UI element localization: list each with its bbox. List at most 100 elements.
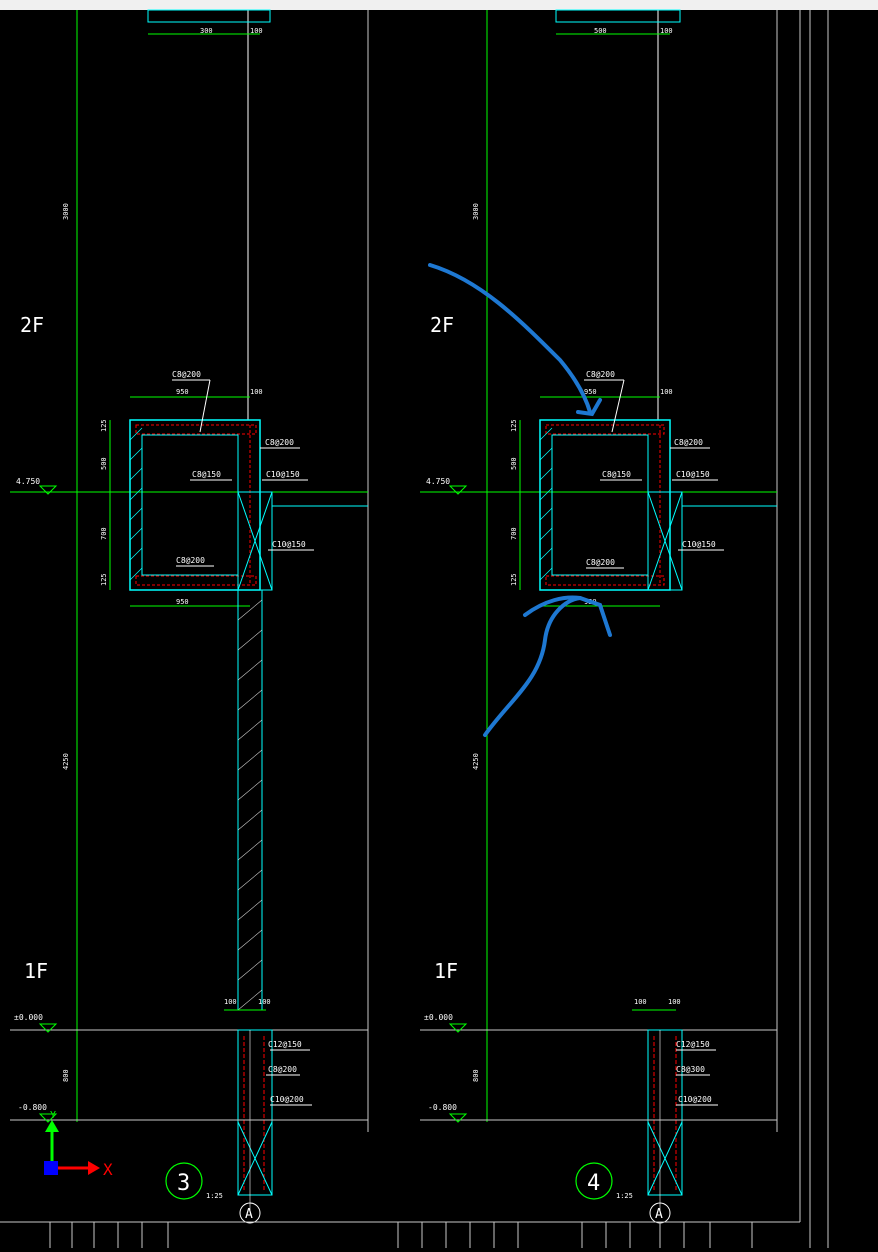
detail-4-upper-height-label: 3000 bbox=[472, 203, 480, 220]
detail-4-grid-label: A bbox=[655, 1207, 663, 1222]
detail-3-wall-hatch bbox=[237, 599, 263, 1011]
detail-4-level-1f: 1F bbox=[434, 959, 458, 983]
detail-4-rebar-top: C8@200 bbox=[586, 370, 615, 379]
detail-4-beam-h1: 125 bbox=[510, 419, 518, 432]
sheet-frame bbox=[799, 10, 829, 1248]
detail-3-beam-bottom-label: 950 bbox=[176, 598, 189, 606]
detail-3-number-bubble bbox=[165, 1162, 203, 1200]
detail-3-rebar-wall-1: C12@150 bbox=[268, 1040, 302, 1049]
detail-4-rebar-side-top: C8@200 bbox=[674, 438, 703, 447]
detail-3-beam-h2: 500 bbox=[100, 457, 108, 470]
detail-4-rebar-inner: C8@150 bbox=[602, 470, 631, 479]
ucs-origin bbox=[44, 1161, 58, 1175]
detail-3-found-x2 bbox=[237, 1121, 273, 1196]
detail-3-below-elevation: -0.800 bbox=[18, 1103, 47, 1112]
detail-3-top-stub bbox=[147, 9, 271, 23]
detail-3-rebar-inner: C8@150 bbox=[192, 470, 221, 479]
detail-3-rebar-bottom: C8@200 bbox=[176, 556, 205, 565]
title-block-cells bbox=[49, 1222, 753, 1248]
detail-4-top-leader-diag bbox=[611, 379, 625, 433]
detail-4-below-marker bbox=[448, 1113, 468, 1123]
detail-3-foundation bbox=[237, 1029, 273, 1196]
detail-4-number: 4 bbox=[587, 1171, 600, 1196]
detail-3-upper-height-label: 3000 bbox=[62, 203, 70, 220]
markup-arrow-top-head bbox=[576, 398, 602, 417]
detail-4-top-rebar bbox=[545, 424, 665, 435]
detail-4-wall-left: 100 bbox=[634, 998, 647, 1006]
detail-4-wall-right: 100 bbox=[668, 998, 681, 1006]
window-top-edge bbox=[0, 0, 878, 10]
detail-4-lower-height-label: 4250 bbox=[472, 753, 480, 770]
detail-4-column-x2 bbox=[647, 491, 683, 591]
detail-4-found-x2 bbox=[647, 1121, 683, 1196]
detail-4-rebar-right-1: C10@150 bbox=[676, 470, 710, 479]
detail-4-scale: 1:25 bbox=[616, 1192, 633, 1200]
detail-3-grid-label: A bbox=[245, 1207, 253, 1222]
detail-4-level-2f: 2F bbox=[430, 313, 454, 337]
detail-3-bottom-rebar bbox=[135, 575, 257, 586]
detail-3-bottom-height-label: 800 bbox=[62, 1069, 70, 1082]
detail-3-level-1f: 1F bbox=[24, 959, 48, 983]
ucs-y-label: Y bbox=[50, 1110, 56, 1121]
detail-3-top-rebar bbox=[135, 424, 257, 435]
detail-3-rebar-wall-3: C10@200 bbox=[270, 1095, 304, 1104]
ucs-x-label: X bbox=[103, 1160, 113, 1179]
detail-3-column-x2 bbox=[237, 491, 273, 591]
detail-4-left-hatch bbox=[539, 427, 553, 581]
detail-4-beam-top-label: 950 bbox=[584, 388, 597, 396]
detail-3-beam-side-label: 100 bbox=[250, 388, 263, 396]
markup-arrow-bottom bbox=[483, 596, 582, 737]
detail-4-bottom-rebar bbox=[545, 575, 665, 586]
detail-4-rebar-wall-1: C12@150 bbox=[676, 1040, 710, 1049]
detail-4-rebar-wall-2: C8@300 bbox=[676, 1065, 705, 1074]
detail-4-beam-h4: 125 bbox=[510, 573, 518, 586]
detail-4-top-width-label: 500 bbox=[594, 27, 607, 35]
detail-3-beam-h4: 125 bbox=[100, 573, 108, 586]
detail-3-beam-h3: 700 bbox=[100, 527, 108, 540]
detail-3-level-2f: 2F bbox=[20, 313, 44, 337]
detail-3-rebar-wall-2: C8@200 bbox=[268, 1065, 297, 1074]
detail-3-left-hatch bbox=[129, 427, 143, 581]
detail-3-number: 3 bbox=[177, 1171, 190, 1196]
ucs-y-arrow bbox=[45, 1120, 59, 1132]
detail-3-rebar-right-2: C10@150 bbox=[272, 540, 306, 549]
detail-3-beam-outline bbox=[129, 419, 261, 591]
markup-annotation bbox=[428, 263, 612, 737]
detail-3-top-leader-diag bbox=[199, 379, 211, 433]
detail-3-grid-bubble bbox=[239, 1202, 261, 1224]
detail-3-rebar-top: C8@200 bbox=[172, 370, 201, 379]
detail-4-rebar-right-2: C10@150 bbox=[682, 540, 716, 549]
detail-3-beam-h1: 125 bbox=[100, 419, 108, 432]
detail-3-lower-height-label: 4250 bbox=[62, 753, 70, 770]
detail-3-beam-top-label: 950 bbox=[176, 388, 189, 396]
detail-4-number-bubble bbox=[575, 1162, 613, 1200]
detail-4-rebar-wall-3: C10@200 bbox=[678, 1095, 712, 1104]
detail-4-ground-marker bbox=[448, 1023, 468, 1033]
detail-4-column-box bbox=[647, 491, 683, 591]
detail-3-wall-right: 100 bbox=[258, 998, 271, 1006]
detail-4-top-stub bbox=[555, 9, 681, 23]
detail-4-beam-level-marker bbox=[448, 485, 468, 495]
detail-4-ground-elevation: ±0.000 bbox=[424, 1013, 453, 1022]
ucs-icon: X Y bbox=[44, 1110, 113, 1179]
detail-4-beam-h2: 500 bbox=[510, 457, 518, 470]
detail-3-top-width-label: 300 bbox=[200, 27, 213, 35]
detail-3-beam-elevation: 4.750 bbox=[16, 477, 40, 486]
markup-arrow-bottom-head bbox=[523, 595, 612, 637]
detail-3-section: 300 100 3000 2F 1F 4.750 950 100 bbox=[10, 9, 369, 1224]
detail-4-beam-outline bbox=[539, 419, 671, 591]
detail-4-rebar-bottom: C8@200 bbox=[586, 558, 615, 567]
detail-4-foundation bbox=[647, 1029, 683, 1196]
detail-3-beam-level-marker bbox=[38, 485, 58, 495]
detail-4-top-side-label: 100 bbox=[660, 27, 673, 35]
markup-arrow-top bbox=[428, 263, 592, 414]
detail-3-scale: 1:25 bbox=[206, 1192, 223, 1200]
detail-3-top-side-label: 100 bbox=[250, 27, 263, 35]
title-block-strip bbox=[0, 1221, 800, 1248]
detail-4-below-elevation: -0.800 bbox=[428, 1103, 457, 1112]
ucs-x-arrow bbox=[88, 1161, 100, 1175]
detail-3-rebar-side-top: C8@200 bbox=[265, 438, 294, 447]
